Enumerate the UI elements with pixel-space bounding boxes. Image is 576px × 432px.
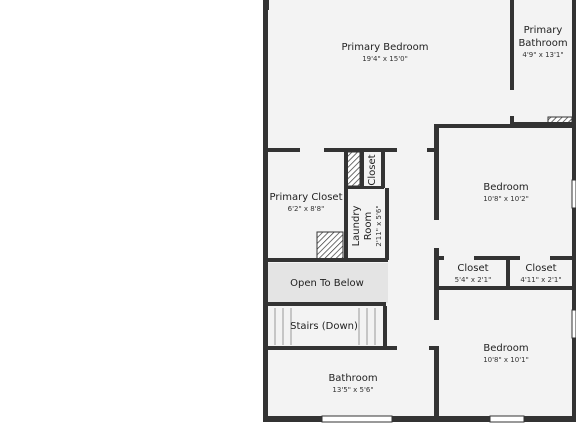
room-name: Closet [457,263,488,274]
room-closet-left: Closet 5'4" x 2'1" [455,263,492,284]
room-dimensions: 4'11" x 2'1" [520,276,561,284]
room-bathroom: Bathroom 13'5" x 5'6" [328,373,377,394]
room-closet-small: Closet [367,154,378,185]
room-name: Bathroom [328,373,377,384]
area-open-to-below: Open To Below [290,278,364,289]
room-name: Bathroom [518,38,567,49]
room-primary-closet: Primary Closet 6'2" x 8'8" [270,192,343,213]
walls [263,0,576,422]
hatched-shaft-upper [346,151,361,187]
room-dimensions: 13'5" x 5'6" [332,386,373,394]
room-name: Primary Closet [270,192,343,203]
room-name: Primary Bedroom [341,42,428,53]
room-dimensions: 2'11" x 5'6" [375,205,383,246]
room-name: Open To Below [290,278,364,289]
hatched-shaft-lower [316,231,344,260]
room-name: Laundry [351,206,362,247]
room-closet-right: Closet 4'11" x 2'1" [520,263,561,284]
room-primary-bathroom: Primary Bathroom 4'9" x 13'1" [518,25,567,59]
stair-treads [274,308,376,345]
room-laundry: Laundry Room 2'11" x 5'6" [351,205,383,246]
windows [321,179,576,423]
room-dimensions: 4'9" x 13'1" [522,51,563,59]
room-dimensions: 6'2" x 8'8" [288,205,325,213]
room-bedroom-upper: Bedroom 10'8" x 10'2" [483,182,529,203]
room-primary-bedroom: Primary Bedroom 19'4" x 15'0" [341,42,428,63]
room-name: Bedroom [483,182,528,193]
room-name: Room [363,212,374,240]
room-name: Stairs (Down) [290,321,358,332]
room-dimensions: 10'8" x 10'1" [483,356,529,364]
area-stairs: Stairs (Down) [290,321,358,332]
room-name: Bedroom [483,343,528,354]
room-dimensions: 19'4" x 15'0" [362,55,408,63]
room-bedroom-lower: Bedroom 10'8" x 10'1" [483,343,529,364]
room-name: Primary [524,25,563,36]
room-dimensions: 10'8" x 10'2" [483,195,529,203]
room-name: Closet [525,263,556,274]
room-name: Closet [367,154,378,185]
open-to-below-area [268,263,388,303]
room-dimensions: 5'4" x 2'1" [455,276,492,284]
door-openings [300,90,550,350]
